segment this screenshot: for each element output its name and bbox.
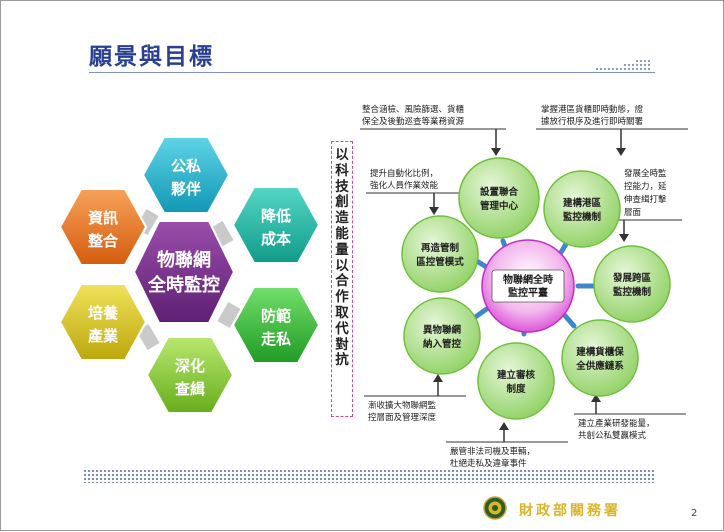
note-industry-rnd: 建立產業研發能量， 共創公私雙贏模式 bbox=[574, 394, 686, 441]
hexagon-public-private: 公私 夥伴 bbox=[141, 136, 231, 214]
circle-review-system: 建立審核 制度 bbox=[477, 342, 555, 420]
circle-label: 發展跨區 bbox=[612, 272, 652, 284]
circle-label: 監控機制 bbox=[613, 286, 652, 298]
note-text: 控能力，延 bbox=[624, 181, 667, 192]
note-text: 漸收擴大物聯網監 bbox=[368, 400, 437, 411]
note-text: 建立產業研發能量， bbox=[578, 418, 655, 429]
title-divider bbox=[89, 72, 655, 73]
note-expand-iot: 漸收擴大物聯網監 控層面及管理深度 bbox=[364, 374, 466, 423]
footer-organization: 財政部關務署 bbox=[519, 503, 621, 519]
hexagon-center-line2: 全時監控 bbox=[147, 274, 220, 296]
hexagon-label: 公私 bbox=[171, 157, 201, 175]
circle-label: 全供應鏈系 bbox=[575, 360, 624, 372]
note-text: 嚴管非法司機及車輛， bbox=[450, 446, 535, 457]
note-text: 杜絕走私及違章事件 bbox=[450, 458, 527, 469]
circle-port-monitoring: 建構港區 監控機制 bbox=[543, 170, 621, 248]
circle-label: 建構貨櫃保 bbox=[575, 346, 624, 358]
vertical-statement: 以科技創造能量以合作取代對抗 bbox=[335, 147, 349, 369]
note-full-time-monitoring: 發展全時監 控能力，延 伸查緝打擊 層面 bbox=[618, 168, 682, 242]
note-integrate: 整合涵檢、風險篩選、貨櫃 保全及後勤巡查等業務資源 bbox=[360, 104, 506, 156]
iot-monitoring-diagram: 整合涵檢、風險篩選、貨櫃 保全及後勤巡查等業務資源 掌握港區貨櫃即時動態，證 據… bbox=[360, 104, 688, 469]
vertical-statement-box: 以科技創造能量以合作取代對抗 bbox=[331, 141, 353, 417]
note-text: 整合涵檢、風險篩選、貨櫃 bbox=[362, 104, 465, 115]
note-text: 保全及後勤巡查等業務資源 bbox=[362, 116, 465, 127]
circle-iot-control: 異物聯網 納入管控 bbox=[403, 297, 481, 375]
hexagon-cultivate-industry: 培養 產業 bbox=[58, 283, 148, 361]
circle-label: 制度 bbox=[506, 383, 526, 395]
hexagon-cluster: 物聯網 全時監控 公私 夥伴 降低 成本 防範 走私 深化 查緝 bbox=[58, 136, 321, 414]
note-text: 強化人員作業效能 bbox=[370, 180, 439, 191]
hexagon-label: 降低 bbox=[261, 207, 291, 225]
hexagon-label: 培養 bbox=[88, 304, 119, 322]
circle-label: 區控管模式 bbox=[416, 256, 464, 268]
slide-title: 願景與目標 bbox=[89, 43, 214, 70]
center-platform: 物聯網全時 監控平臺 bbox=[481, 239, 575, 333]
title-dot-decoration bbox=[596, 60, 650, 70]
note-driver-control: 嚴管非法司機及車輛， 杜絕走私及違章事件 bbox=[446, 422, 568, 469]
circle-label: 設置聯合 bbox=[480, 186, 519, 198]
hexagon-label: 整合 bbox=[88, 232, 119, 250]
center-platform-line2: 監控平臺 bbox=[508, 286, 548, 299]
note-text: 掌握港區貨櫃即時動態，證 bbox=[541, 104, 644, 115]
bottom-dot-band bbox=[83, 469, 655, 483]
hexagon-prevent-smuggling: 防範 走私 bbox=[231, 286, 321, 364]
note-text: 提升自動化比例， bbox=[370, 168, 438, 179]
hexagon-deepen-investigation: 深化 查緝 bbox=[145, 336, 235, 414]
hexagon-label: 走私 bbox=[261, 330, 291, 348]
hexagon-label: 深化 bbox=[175, 357, 205, 375]
circle-label: 納入管控 bbox=[423, 338, 462, 350]
note-text: 共創公私雙贏模式 bbox=[578, 430, 647, 441]
circle-supply-chain: 建構貨櫃保 全供應鏈系 bbox=[561, 319, 639, 397]
circle-label: 再造管制 bbox=[421, 242, 460, 254]
note-container-tracking: 掌握港區貨櫃即時動態，證 據放行根序及進行即時關署 bbox=[536, 104, 688, 156]
hexagon-label: 資訊 bbox=[88, 209, 118, 227]
circle-label: 建構港區 bbox=[562, 197, 602, 209]
note-text: 伸查緝打擊 bbox=[624, 194, 667, 205]
note-automation: 提升自動化比例， 強化人員作業效能 bbox=[366, 168, 464, 215]
hexagon-label: 產業 bbox=[87, 327, 119, 345]
hexagon-center: 物聯網 全時監控 bbox=[132, 220, 236, 324]
circle-label: 異物聯網 bbox=[423, 324, 462, 336]
customs-logo-icon bbox=[483, 496, 507, 520]
note-text: 發展全時監 bbox=[624, 168, 667, 179]
hexagon-label: 成本 bbox=[261, 230, 291, 248]
hexagon-center-line1: 物聯網 bbox=[157, 249, 211, 271]
note-text: 據放行根序及進行即時關署 bbox=[541, 116, 644, 127]
circle-label: 建立審核 bbox=[496, 369, 536, 381]
circle-label: 管理中心 bbox=[480, 200, 519, 212]
hexagon-label: 防範 bbox=[261, 307, 291, 325]
hexagon-reduce-cost: 降低 成本 bbox=[231, 186, 321, 264]
note-text: 控層面及管理深度 bbox=[368, 412, 437, 423]
circle-label: 監控機制 bbox=[563, 211, 602, 223]
circle-joint-management: 設置聯合 管理中心 bbox=[458, 157, 540, 239]
circle-cross-region: 發展跨區 監控機制 bbox=[593, 245, 671, 323]
note-text: 層面 bbox=[624, 208, 642, 218]
hexagon-label: 夥伴 bbox=[171, 180, 201, 198]
page-number: 2 bbox=[691, 508, 698, 519]
circle-control-zone: 再造管制 區控管模式 bbox=[401, 215, 479, 293]
hexagon-label: 查緝 bbox=[175, 380, 205, 398]
center-platform-line1: 物聯網全時 bbox=[503, 273, 553, 286]
hexagon-info-integration: 資訊 整合 bbox=[58, 188, 148, 266]
